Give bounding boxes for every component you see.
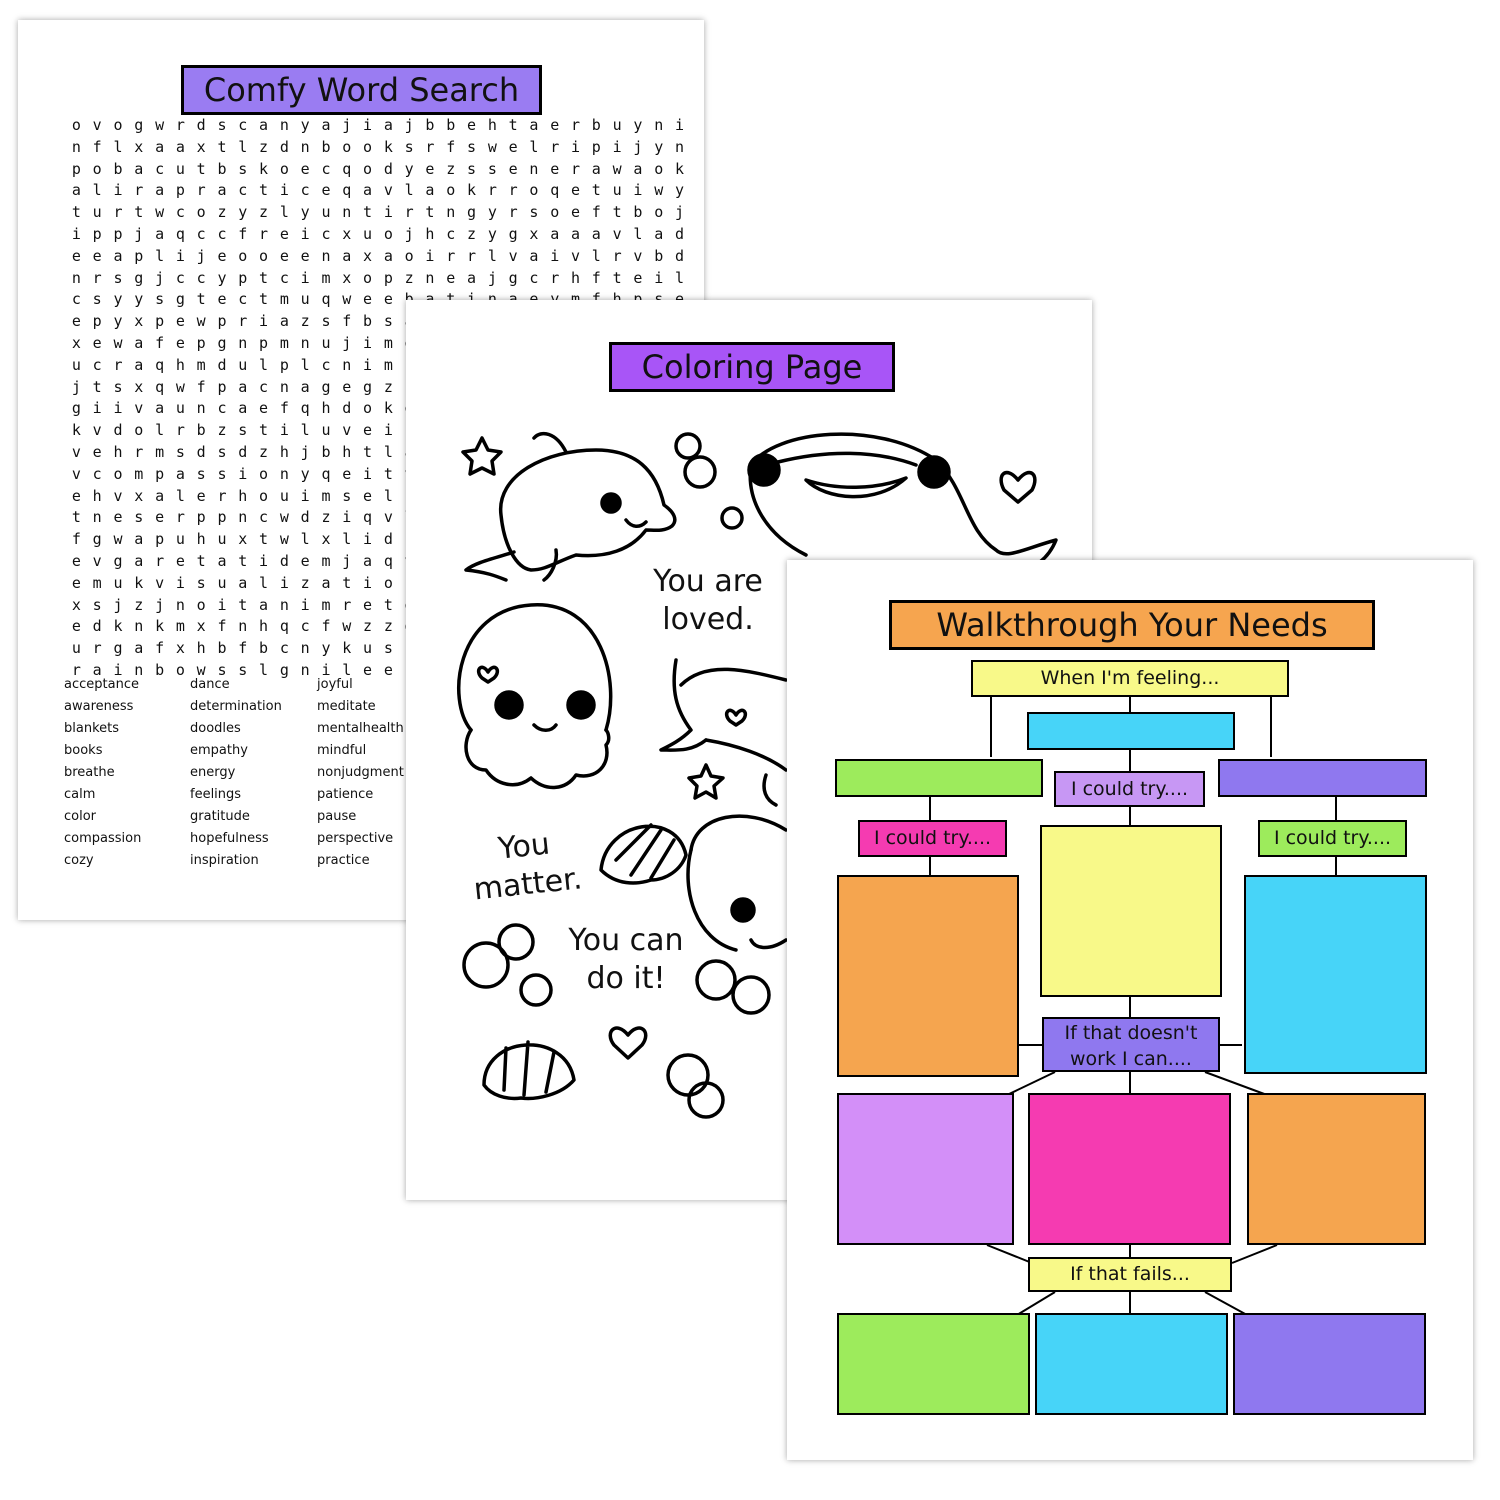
message-you-are-loved: You are loved. [653, 564, 763, 637]
grid-row: edknkmxfnhqcfwzzg [71, 617, 414, 636]
grid-row: ehvxalerhouimself [71, 486, 414, 505]
walkthrough-title: Walkthrough Your Needs [889, 600, 1375, 650]
star-icon [687, 763, 725, 800]
word-search-title: Comfy Word Search [181, 65, 542, 115]
word-list-item: mentalhealth [317, 721, 404, 736]
try-box-right[interactable] [1244, 875, 1427, 1074]
word-list-item: blankets [64, 721, 120, 736]
grid-row: kvdolrbzstiluvein [71, 421, 414, 440]
word-list-item: compassion [64, 831, 142, 846]
shark-drawing [747, 432, 1058, 577]
grid-row: xewafepgnpmnujime [71, 334, 414, 352]
word-list-item: energy [190, 765, 236, 780]
coloring-page-title: Coloring Page [609, 342, 895, 392]
word-list-item: hopefulness [190, 831, 269, 846]
grid-row: giivauncaefqhdoke [71, 399, 414, 418]
heart-icon [999, 470, 1037, 504]
if-fails-label: If that fails... [1028, 1257, 1232, 1292]
word-list-item: feelings [190, 787, 242, 802]
grid-row: fgwapuhuxtwlxlidc [71, 530, 414, 549]
whale-drawing [686, 814, 788, 952]
dolphin-drawing [464, 431, 677, 582]
grid-row: vehrmsdsdzhjbhtla [71, 443, 414, 461]
message-you-matter: You matter. [472, 826, 584, 908]
word-list-item: books [64, 743, 103, 758]
word-list-item: empathy [190, 743, 248, 758]
word-list-item: gratitude [190, 809, 250, 824]
last-box-center[interactable] [1035, 1313, 1228, 1415]
word-list-column-1: acceptance awareness blankets books breathe c… [64, 674, 141, 872]
word-list-item: determination [190, 699, 282, 714]
word-list-item: calm [64, 787, 96, 802]
feeling-input-box[interactable] [1027, 712, 1235, 750]
shell-icon [599, 823, 688, 885]
word-list-item: joyful [317, 677, 353, 692]
last-box-left[interactable] [837, 1313, 1030, 1415]
word-list-item: meditate [317, 699, 376, 714]
word-list-item: practice [317, 853, 370, 868]
grid-row: tneserppncwdziqvl [71, 508, 414, 527]
word-list-item: mindful [317, 743, 367, 758]
word-list-item: breathe [64, 765, 115, 780]
grid-row: urgafxhbfbcnykush [71, 639, 414, 658]
grid-row: emukvisualization [71, 573, 414, 592]
word-list-item: cozy [64, 853, 94, 868]
shell-icon [482, 1040, 576, 1101]
word-list-item: perspective [317, 831, 394, 846]
fallback-box-center[interactable] [1028, 1093, 1231, 1245]
try-box-center[interactable] [1040, 825, 1222, 997]
word-list-item: patience [317, 787, 374, 802]
grid-row: evgaretatidemjaqv [71, 552, 414, 570]
octopus-drawing [457, 603, 613, 790]
option-box-left[interactable] [835, 759, 1043, 797]
try-box-left[interactable] [837, 875, 1019, 1077]
word-list-item: dance [190, 677, 230, 692]
last-box-right[interactable] [1233, 1313, 1426, 1415]
fallback-box-left[interactable] [837, 1093, 1014, 1245]
word-list-item: color [64, 809, 97, 824]
word-list-column-2: dance determination doodles empathy energy fe… [190, 674, 282, 872]
message-you-can-do-it: You can do it! [568, 923, 684, 996]
star-icon [461, 436, 503, 476]
walkthrough-sheet: Walkthrough Your Needs When I'm feeling.… [787, 560, 1473, 1460]
fallback-box-right[interactable] [1247, 1093, 1426, 1245]
dolphin-2-drawing [659, 658, 788, 807]
grid-row: jtsxqwfpacnagegzp [71, 377, 414, 396]
word-list-item: doodles [190, 721, 241, 736]
try-label-center: I could try.... [1054, 771, 1205, 807]
word-list-item: inspiration [190, 853, 259, 868]
heart-icon [608, 1026, 648, 1060]
option-box-right[interactable] [1218, 759, 1427, 797]
if-doesnt-work-label: If that doesn't work I can.... [1042, 1017, 1220, 1072]
word-list-item: acceptance [64, 677, 139, 692]
grid-row: epyxpewpriazsfbsa [71, 312, 414, 331]
feeling-label-box: When I'm feeling... [971, 660, 1289, 697]
word-list-column-3: joyful meditate mentalhealth mindful nonjudg… [317, 674, 404, 872]
try-label-right: I could try.... [1258, 820, 1407, 857]
word-list-item: pause [317, 809, 357, 824]
word-list-item: nonjudgment [317, 765, 404, 780]
grid-row: vcompassionyqeitv [71, 464, 414, 483]
grid-row: ucraqhmdulplcnimk [71, 355, 414, 374]
try-label-left: I could try.... [858, 820, 1007, 857]
word-list-item: awareness [64, 699, 134, 714]
grid-row: csyysgtectmuqweebatinaeymfhpse [71, 290, 684, 309]
